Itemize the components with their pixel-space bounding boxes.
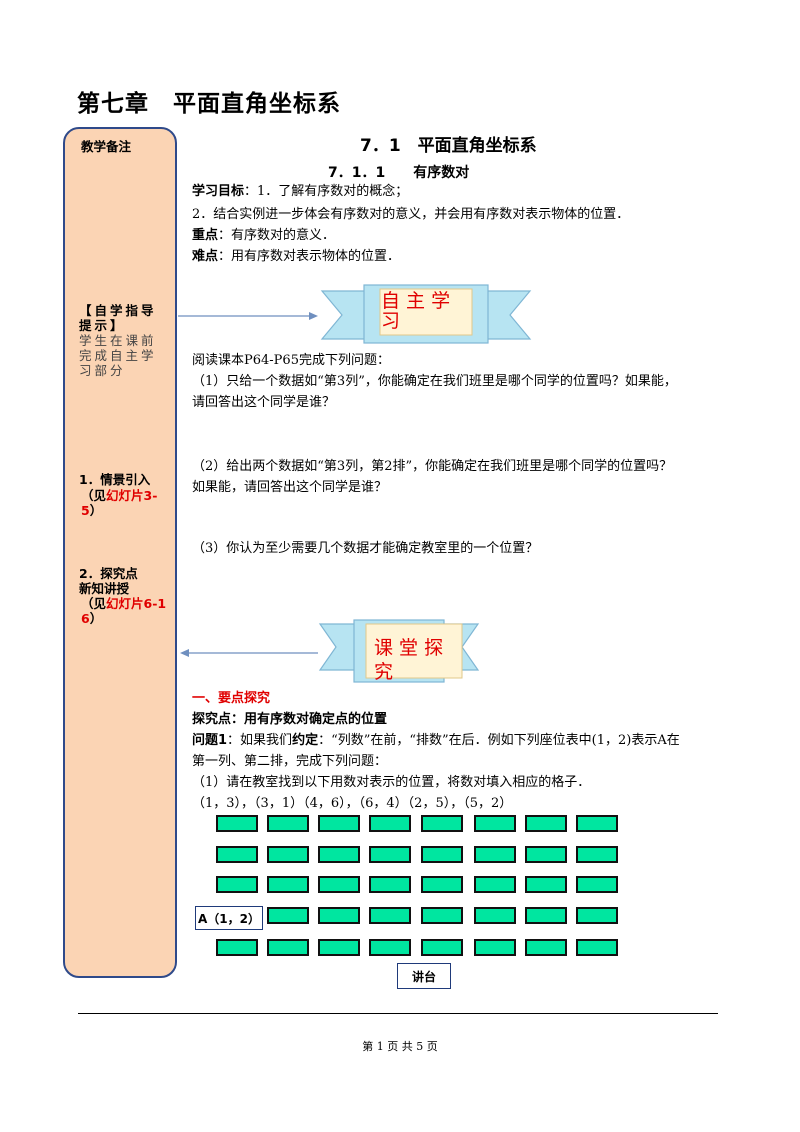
key-point: 重点：有序数对的意义． [192, 227, 335, 245]
sidebar-item1-title: 1．情景引入 [79, 472, 151, 487]
reading-intro: 阅读课本P64-P65完成下列问题： [192, 353, 390, 368]
seat-cell [474, 815, 516, 832]
seat-cell [525, 907, 567, 924]
subsection-title: 7．1．1 有序数对 [328, 165, 470, 181]
seat-cell [421, 939, 463, 956]
seat-cell [216, 815, 258, 832]
seat-a-label: A（1，2） [195, 906, 263, 930]
key-point-label: 重点 [192, 228, 219, 243]
seat-cell [369, 876, 411, 893]
seat-cell [525, 815, 567, 832]
seat-cell [369, 815, 411, 832]
class-explore-banner [318, 619, 480, 683]
sidebar-guide-body: 学生在课前完成自主学习部分 [79, 333, 157, 378]
seat-cell [267, 876, 309, 893]
learning-goals-line1: 学习目标：1．了解有序数对的概念； [192, 183, 408, 201]
sidebar-item2-link[interactable]: 幻灯片6-16 [81, 596, 167, 626]
sidebar-item2-open: （见 [81, 596, 107, 611]
section-title: 7．1 平面直角坐标系 [360, 136, 537, 156]
self-study-banner-line1: 自 主 学 [381, 290, 451, 312]
sidebar-item1-ref: （见幻灯片3-5） [81, 488, 167, 518]
explore-point: 探究点：用有序数对确定点的位置 [192, 712, 388, 727]
key-point-text: ：有序数对的意义． [218, 228, 336, 243]
sidebar-guide-title: 【自学指导提示】 [79, 303, 157, 333]
podium-label: 讲台 [397, 963, 451, 989]
class-explore-banner-line2: 究 [374, 661, 394, 683]
self-study-banner [320, 284, 532, 344]
seat-cell [474, 907, 516, 924]
sidebar-item2-ref: （见幻灯片6-16） [81, 596, 167, 626]
question2-line1: （2）给出两个数据如“第3列，第2排”，你能确定在我们班里是哪个同学的位置吗？ [192, 459, 673, 474]
seat-cell [576, 876, 618, 893]
problem1-label: 问题1 [192, 733, 228, 748]
seat-cell [474, 876, 516, 893]
question1-line2: 请回答出这个同学是谁？ [192, 395, 336, 410]
explore-heading: 一、要点探究 [192, 691, 271, 706]
seat-cell [421, 846, 463, 863]
seat-cell [474, 846, 516, 863]
problem1-line1: 问题1：如果我们约定：“列数”在前，“排数”在后．例如下列座位表中(1，2)表示… [192, 732, 680, 750]
page-footer: 第 1 页 共 5 页 [362, 1040, 438, 1053]
seat-cell [318, 939, 360, 956]
seat-cell [318, 876, 360, 893]
seat-cell [525, 939, 567, 956]
class-explore-banner-line1: 课 堂 探 [374, 637, 444, 659]
seat-cell [267, 846, 309, 863]
question2-line2: 如果能，请回答出这个同学是谁？ [192, 480, 388, 495]
difficult-point-text: ：用有序数对表示物体的位置． [218, 249, 401, 264]
seat-cell [369, 939, 411, 956]
seat-cell [576, 815, 618, 832]
chapter-title: 第七章 平面直角坐标系 [77, 91, 341, 117]
teaching-notes-sidebar [63, 127, 177, 978]
seat-cell [318, 846, 360, 863]
question3: （3）你认为至少需要几个数据才能确定教室里的一个位置？ [192, 541, 539, 556]
seat-cell [421, 815, 463, 832]
seat-cell [318, 815, 360, 832]
sidebar-item1-close: ） [89, 503, 103, 518]
seat-cell [267, 907, 309, 924]
sidebar-item1-open: （见 [81, 488, 107, 503]
problem1-text-b: ：“列数”在前，“排数”在后．例如下列座位表中(1，2)表示A在 [318, 733, 680, 748]
seat-cell [216, 939, 258, 956]
footer-rule [78, 1013, 718, 1014]
problem1-keyword: 约定 [292, 733, 319, 748]
arrow-left-icon [180, 649, 318, 657]
task1: （1）请在教室找到以下用数对表示的位置，将数对填入相应的格子． [192, 775, 591, 790]
seat-cell [267, 815, 309, 832]
seat-cell [369, 907, 411, 924]
seat-cell [576, 907, 618, 924]
sidebar-item1-link[interactable]: 幻灯片3-5 [81, 488, 158, 518]
seat-cell [267, 939, 309, 956]
seat-cell [216, 876, 258, 893]
seat-cell [421, 876, 463, 893]
class-explore-banner-text: 课 堂 探 究 [374, 636, 468, 684]
seat-cell [421, 907, 463, 924]
sidebar-item2-title: 2．探究点新知讲授 [79, 566, 138, 596]
question1-line1: （1）只给一个数据如“第3列”，你能确定在我们班里是哪个同学的位置吗？如果能， [192, 374, 677, 389]
seat-cell [525, 846, 567, 863]
arrow-right-icon [178, 312, 318, 320]
coordinate-pairs: （1，3），（3，1）（4，6），（6，4）（2，5），（5，2） [192, 796, 513, 811]
learning-goals-label: 学习目标 [192, 184, 245, 199]
self-study-banner-line2: 习 [381, 310, 401, 332]
difficult-point-label: 难点 [192, 249, 219, 264]
sidebar-item2-close: ） [89, 611, 103, 626]
seat-cell [576, 939, 618, 956]
learning-goals-line2: 2．结合实例进一步体会有序数对的意义，并会用有序数对表示物体的位置． [192, 207, 630, 222]
seat-cell [576, 846, 618, 863]
seat-cell [474, 939, 516, 956]
learning-goals-text1: ：1．了解有序数对的概念； [244, 184, 409, 199]
self-study-banner-text: 自 主 学 习 [381, 291, 473, 331]
seat-cell [216, 846, 258, 863]
seat-cell [318, 907, 360, 924]
problem1-text-a: ：如果我们 [227, 733, 293, 748]
seat-cell [525, 876, 567, 893]
difficult-point: 难点：用有序数对表示物体的位置． [192, 248, 400, 266]
sidebar-heading: 教学备注 [81, 139, 132, 154]
seat-cell [369, 846, 411, 863]
problem1-line2: 第一列、第二排，完成下列问题： [192, 754, 388, 769]
